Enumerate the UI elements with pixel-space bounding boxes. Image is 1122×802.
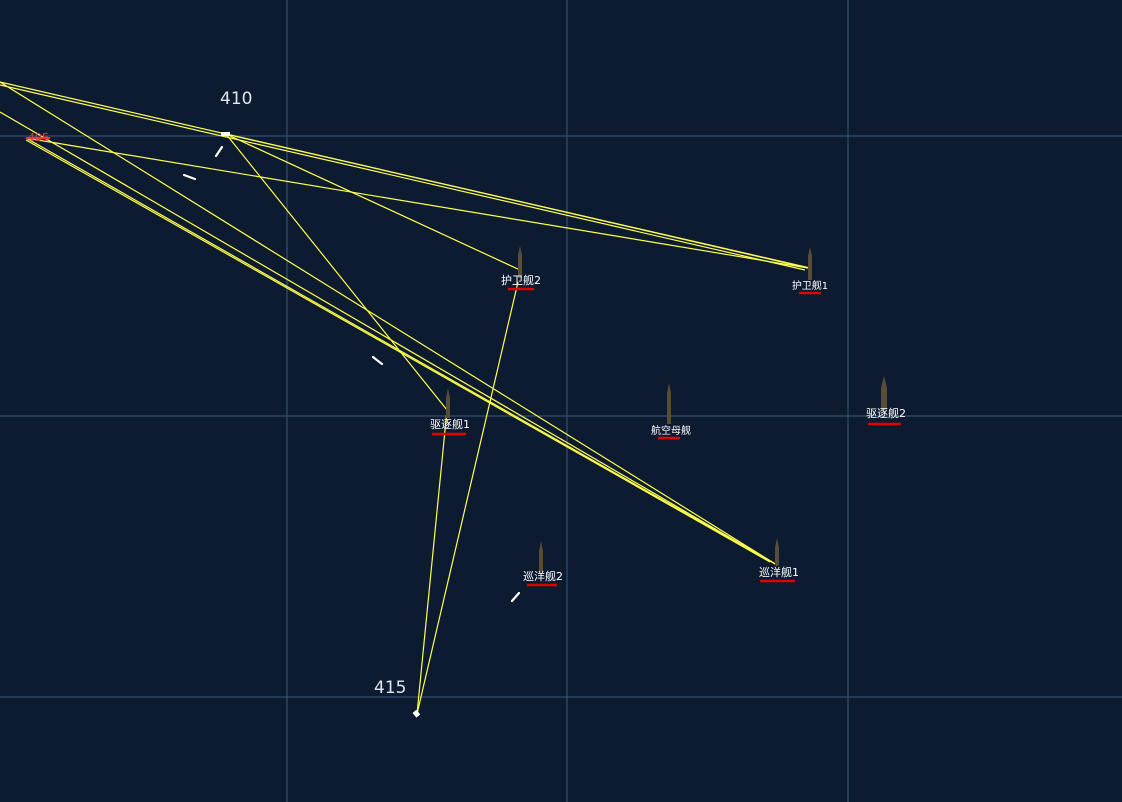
ship-label: 护卫舰1 — [792, 279, 828, 292]
missile-icon[interactable] — [182, 173, 197, 181]
track-line — [0, 81, 778, 566]
ship-label: 护卫舰2 — [501, 273, 541, 287]
ship-icon — [775, 538, 779, 565]
ship-frigate-2[interactable]: 护卫舰2 — [501, 246, 541, 291]
missile-icon[interactable] — [510, 591, 521, 603]
ship-carrier[interactable]: 航空母舰 — [651, 383, 691, 440]
ship-cruiser-1[interactable]: 巡洋舰1 — [759, 538, 799, 583]
missile-icon[interactable] — [214, 145, 224, 158]
ship-icon — [539, 541, 543, 572]
track-line — [416, 281, 519, 715]
ship-icon — [808, 247, 812, 280]
track-415-marker[interactable] — [412, 709, 421, 718]
track-line — [225, 133, 448, 411]
ship-icon — [518, 246, 522, 278]
ship-icon — [446, 388, 450, 418]
ship-label: 巡洋舰2 — [523, 569, 563, 583]
track-line — [25, 137, 809, 269]
ship-frigate-1[interactable]: 护卫舰1 — [792, 247, 828, 295]
track-line — [0, 111, 778, 566]
missile-icon[interactable] — [371, 355, 384, 366]
track-415-label: 415 — [374, 678, 406, 698]
track-line — [25, 139, 771, 563]
track-405-label: 405 — [28, 131, 49, 144]
track-line — [225, 133, 811, 269]
ship-icon — [881, 376, 887, 410]
ship-icon — [667, 383, 671, 424]
ship-destroyer-2[interactable]: 驱逐舰2 — [866, 376, 906, 426]
track-line — [225, 133, 521, 271]
track-line — [25, 137, 778, 566]
track-410-label: 410 — [220, 89, 252, 109]
ship-cruiser-2[interactable]: 巡洋舰2 — [523, 541, 563, 587]
missiles — [182, 145, 521, 603]
track-line — [0, 84, 806, 271]
track-410-marker[interactable] — [221, 132, 230, 136]
ship-label: 航空母舰 — [651, 424, 691, 437]
ship-label: 巡洋舰1 — [759, 565, 799, 579]
ship-label: 驱逐舰1 — [430, 417, 470, 431]
track-markers: 410 415 405 — [26, 89, 421, 718]
track-line — [416, 409, 448, 715]
engagement-lines — [0, 81, 811, 715]
ship-label: 驱逐舰2 — [866, 406, 906, 420]
ship-destroyer-1[interactable]: 驱逐舰1 — [430, 388, 470, 436]
